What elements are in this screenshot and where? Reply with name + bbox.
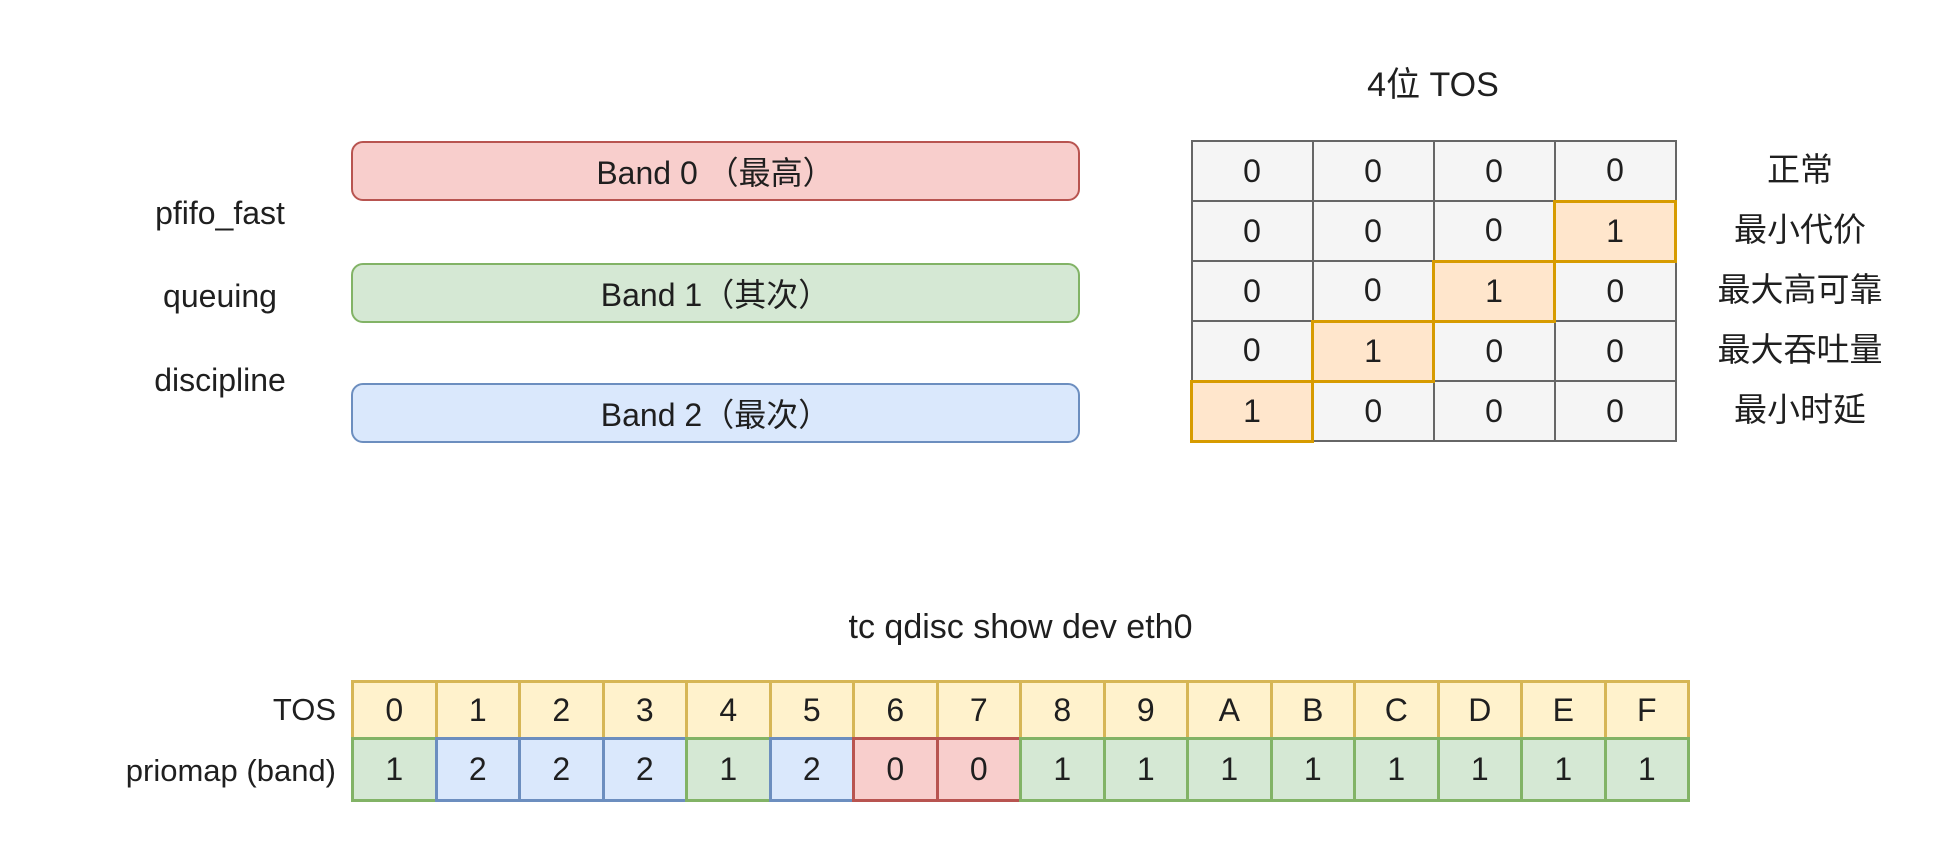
tos-bit-cell-highlighted: 1 [1190, 379, 1314, 443]
priomap-band-cell-band1: 1 [1102, 737, 1189, 802]
tos-bit-cell-highlighted: 1 [1553, 199, 1677, 263]
tos-bit-cell: 0 [1311, 200, 1435, 262]
tos-hex-cell: C [1353, 680, 1440, 740]
tos-hex-cell: 0 [351, 680, 438, 740]
tos-bit-cell: 0 [1311, 140, 1435, 202]
tos-bit-cell: 0 [1311, 380, 1435, 442]
tos-bit-cell: 0 [1190, 260, 1314, 322]
tos-class-label: 最小时延 [1734, 391, 1866, 428]
band-1-box: Band 1（其次） [351, 263, 1080, 323]
tos-hex-cell: 4 [685, 680, 772, 740]
band-0-label: Band 0 （最高） [596, 155, 835, 191]
priomap-band-cell-band2: 2 [518, 737, 605, 802]
priomap-band-cell-band0: 0 [935, 737, 1022, 802]
tos-hex-cell: E [1520, 680, 1607, 740]
tos-class-label: 最小代价 [1734, 211, 1866, 248]
tos-bit-cell: 0 [1553, 380, 1677, 442]
priomap-band-cell-band1: 1 [1436, 737, 1523, 802]
tos-bit-cell: 0 [1432, 200, 1556, 262]
tos-hex-cell: 1 [434, 680, 521, 740]
priomap-band-cell-band2: 2 [768, 737, 855, 802]
tos-bit-cell: 0 [1432, 140, 1556, 202]
priomap-band-cell-band2: 2 [434, 737, 521, 802]
tos-bit-cell: 0 [1553, 320, 1677, 382]
priomap-band-cell-band1: 1 [1353, 737, 1440, 802]
tos-hex-cell: 5 [768, 680, 855, 740]
tos-bit-cell-highlighted: 1 [1432, 259, 1556, 323]
priomap-band-cell-band1: 1 [1520, 737, 1607, 802]
tos-bit-cell: 0 [1190, 200, 1314, 262]
tos-hex-cell: B [1269, 680, 1356, 740]
band-0-box: Band 0 （最高） [351, 141, 1080, 201]
tos-hex-cell: 7 [935, 680, 1022, 740]
tos-row-label: TOS [272, 692, 336, 727]
tos-hex-cell: 3 [601, 680, 688, 740]
tos-hex-cell: 6 [852, 680, 939, 740]
priomap-band-cell-band0: 0 [852, 737, 939, 802]
priomap-band-cell-band1: 1 [1019, 737, 1106, 802]
tc-command-title: tc qdisc show dev eth0 [848, 608, 1193, 646]
tos-hex-cell: A [1186, 680, 1273, 740]
priomap-band-cell-band1: 1 [1603, 737, 1690, 802]
tos-bit-cell: 0 [1553, 140, 1677, 202]
tos-hex-cell: 2 [518, 680, 605, 740]
tos-hex-cell: D [1436, 680, 1523, 740]
tos-bit-cell: 0 [1311, 260, 1435, 322]
tos-hex-cell: 8 [1019, 680, 1106, 740]
tos-hex-cell: 9 [1102, 680, 1189, 740]
qdisc-name-line-2: queuing [163, 278, 277, 314]
priomap-row-label: priomap (band) [125, 753, 336, 788]
tos-bit-cell-highlighted: 1 [1311, 319, 1435, 383]
tos-hex-cell: F [1603, 680, 1690, 740]
tos-class-label: 最大高可靠 [1717, 271, 1883, 308]
band-2-box: Band 2（最次） [351, 383, 1080, 443]
priomap-band-cell-band1: 1 [1269, 737, 1356, 802]
priomap-band-cell-band1: 1 [1186, 737, 1273, 802]
priomap-band-cell-band1: 1 [351, 737, 438, 802]
qdisc-name-line-3: discipline [154, 362, 286, 398]
qdisc-name-line-1: pfifo_fast [155, 195, 285, 231]
tos-bit-cell: 0 [1190, 320, 1314, 382]
tos-matrix-title: 4位 TOS [1367, 66, 1499, 104]
tos-bit-cell: 0 [1432, 320, 1556, 382]
tos-class-label: 最大吞吐量 [1717, 331, 1883, 368]
tos-bit-cell: 0 [1553, 260, 1677, 322]
priomap-band-cell-band1: 1 [685, 737, 772, 802]
tos-bit-cell: 0 [1432, 380, 1556, 442]
band-2-label: Band 2（最次） [600, 397, 831, 433]
band-1-label: Band 1（其次） [600, 277, 831, 313]
priomap-band-cell-band2: 2 [601, 737, 688, 802]
tos-class-label: 正常 [1767, 151, 1833, 188]
tos-bit-cell: 0 [1190, 140, 1314, 202]
